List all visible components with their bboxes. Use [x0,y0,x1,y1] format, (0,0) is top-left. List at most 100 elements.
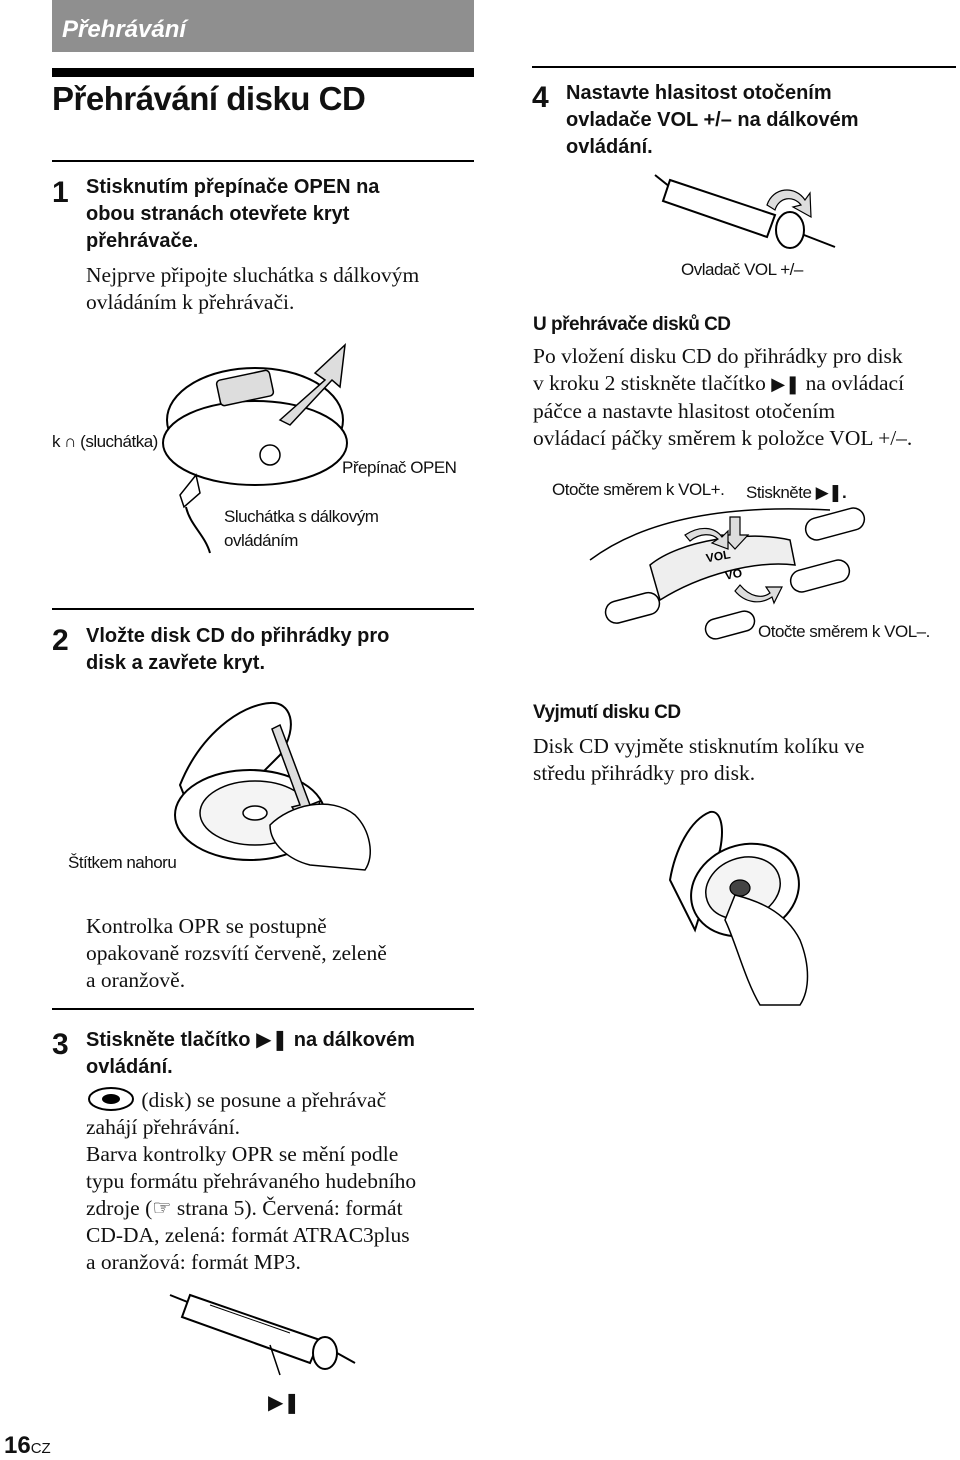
step3-ref-pre: zdroje ( [86,1196,153,1220]
step3-body-line: Barva kontrolky OPR se mění podle [86,1142,399,1166]
step3-body-line: CD-DA, zelená: formát ATRAC3plus [86,1223,410,1247]
remote-cord-right [336,1352,356,1364]
open-switch-label: Přepínač OPEN [342,458,457,477]
insert-disc-illustration [174,701,371,871]
page-language: CZ [30,1440,51,1457]
step1-heading-line: přehrávače. [86,230,199,252]
page-reference-icon: ☞ [152,1196,172,1220]
step2-rule [52,608,474,610]
step3-body-line: (disk) se posune a přehrávač [86,1087,416,1114]
remote-body [661,178,777,239]
step2-heading-line: Vložte disk CD do přihrádky pro [86,625,390,647]
cd-player-body-line: ovládací páčky směrem k položce VOL +/–. [533,426,913,450]
step3-heading: Stiskněte tlačítko ▶❚ na dálkovém ovládá… [86,1027,415,1081]
headphones-label: k ∩ (sluchátka) [52,432,158,451]
cd-player-body-line: páčce a nastavte hlasitost otočením [533,399,836,423]
vol-control-label: Ovladač VOL +/– [681,260,803,279]
remote-groove [209,1304,291,1334]
button-leader [269,1344,281,1376]
step1-heading-line: obou stranách otevřete kryt [86,203,350,225]
earphones-label-line: ovládáním [224,531,298,550]
step1-body-line: Nejprve připojte sluchátka s dálkovým [86,263,420,287]
hand-icon [269,803,371,871]
section-header-bar: Přehrávání [52,0,474,52]
label-side-up: Štítkem nahoru [68,853,177,872]
section-title: Přehrávání [62,16,187,43]
open-lid [668,810,723,933]
step2-heading: Vložte disk CD do přihrádky pro disk a z… [86,623,389,677]
step3-number: 3 [52,1028,69,1061]
step4-heading-line: ovladače VOL +/– na dálkovém [566,109,859,131]
step2-body-line: Kontrolka OPR se postupně [86,914,327,938]
step2-body: Kontrolka OPR se postupně opakovaně rozs… [86,913,387,994]
remove-disc-body: Disk CD vyjměte stisknutím kolíku ve stř… [533,733,864,787]
step4-number: 4 [532,81,549,114]
control-lever [649,535,796,602]
lever-vol-label: VOL [705,547,732,565]
remote-knob [312,1336,338,1370]
earphones-label: Sluchátka s dálkovým ovládáním [224,505,379,553]
remote-cord-right [803,234,836,248]
headphone-cord [185,506,211,554]
turn-minus-label: Otočte směrem k VOL–. [758,622,930,641]
step1-rule [52,160,474,162]
open-arrow-icon [278,343,346,426]
play-pause-icon: ▶❚ [256,1029,289,1051]
step3-heading-line: Stiskněte tlačítko ▶❚ na dálkovém [86,1027,415,1054]
label-leader-line [40,812,210,813]
player-button [604,591,661,624]
remote-body [180,1293,322,1365]
page-number: 16CZ [4,1432,51,1460]
headphone-plug [179,473,201,509]
step2-body-line: opakovaně rozsvítí červeně, zeleně [86,941,387,965]
step3-body-line: zahájí přehrávání. [86,1115,240,1139]
step3-body-text: (disk) se posune a přehrávač [141,1088,387,1112]
step4-rule [532,66,956,68]
player-button [259,444,281,466]
remote-play-pause-icon: ▶❚ [268,1392,301,1414]
step3-body-line: zdroje (☞ strana 5). Červená: formát [86,1195,416,1222]
cd-player-body: Po vložení disku CD do přihrádky pro dis… [533,343,912,452]
player-body [162,400,348,486]
press-label-text: Stiskněte [746,483,812,502]
page-number-value: 16 [4,1432,31,1459]
step3-body: (disk) se posune a přehrávač zahájí přeh… [86,1087,416,1276]
player-button [789,559,851,593]
turn-plus-label: Otočte směrem k VOL+. [552,480,725,499]
disc-icon [88,1087,134,1111]
vol-knob [775,211,805,249]
page-title: Přehrávání disku CD [52,80,366,117]
remove-disc-subheading: Vyjmutí disku CD [533,702,681,723]
remote-control-illustration [169,1293,356,1376]
step3-body-line: a oranžová: formát MP3. [86,1250,301,1274]
step4-heading-line: Nastavte hlasitost otočením [566,82,832,104]
rotate-arrow-icon [766,189,812,219]
cd-player-body-line: v kroku 2 stiskněte tlačítko ▶❚ na ovlád… [533,370,912,398]
turn-up-arrow-icon [684,527,729,550]
remove-disc-illustration [668,810,809,1006]
play-pause-icon: ▶❚. [815,483,847,502]
disc-hole [242,805,268,821]
step4-heading: Nastavte hlasitost otočením ovladače VOL… [566,80,859,161]
play-pause-icon: ▶❚ [771,374,801,394]
player-button [804,507,866,541]
cd-player-body-post: na ovládací [805,371,905,395]
cd-player-body-pre: v kroku 2 stiskněte tlačítko [533,371,766,395]
step1-heading: Stisknutím přepínače OPEN na obou straná… [86,174,379,255]
step3-heading-pre: Stiskněte tlačítko [86,1029,251,1051]
remove-disc-body-line: středu přihrádky pro disk. [533,761,756,785]
step1-number: 1 [52,176,69,209]
player-button [704,610,756,640]
turn-down-arrow-icon [734,584,783,605]
volume-remote-illustration [654,174,836,249]
step3-ref-post: strana 5). Červená: formát [176,1196,403,1220]
step2-heading-line: disk a zavřete kryt. [86,652,265,674]
cd-player-open-illustration [162,343,348,554]
cd-player-subheading: U přehrávače disků CD [533,314,731,335]
step3-heading-line: ovládání. [86,1056,173,1078]
lever-vo-label: VO [724,566,744,583]
step2-body-line: a oranžově. [86,968,186,992]
control-lever-illustration: VOL VO [589,507,866,640]
step3-rule [52,1008,474,1010]
step1-body: Nejprve připojte sluchátka s dálkovým ov… [86,262,419,316]
